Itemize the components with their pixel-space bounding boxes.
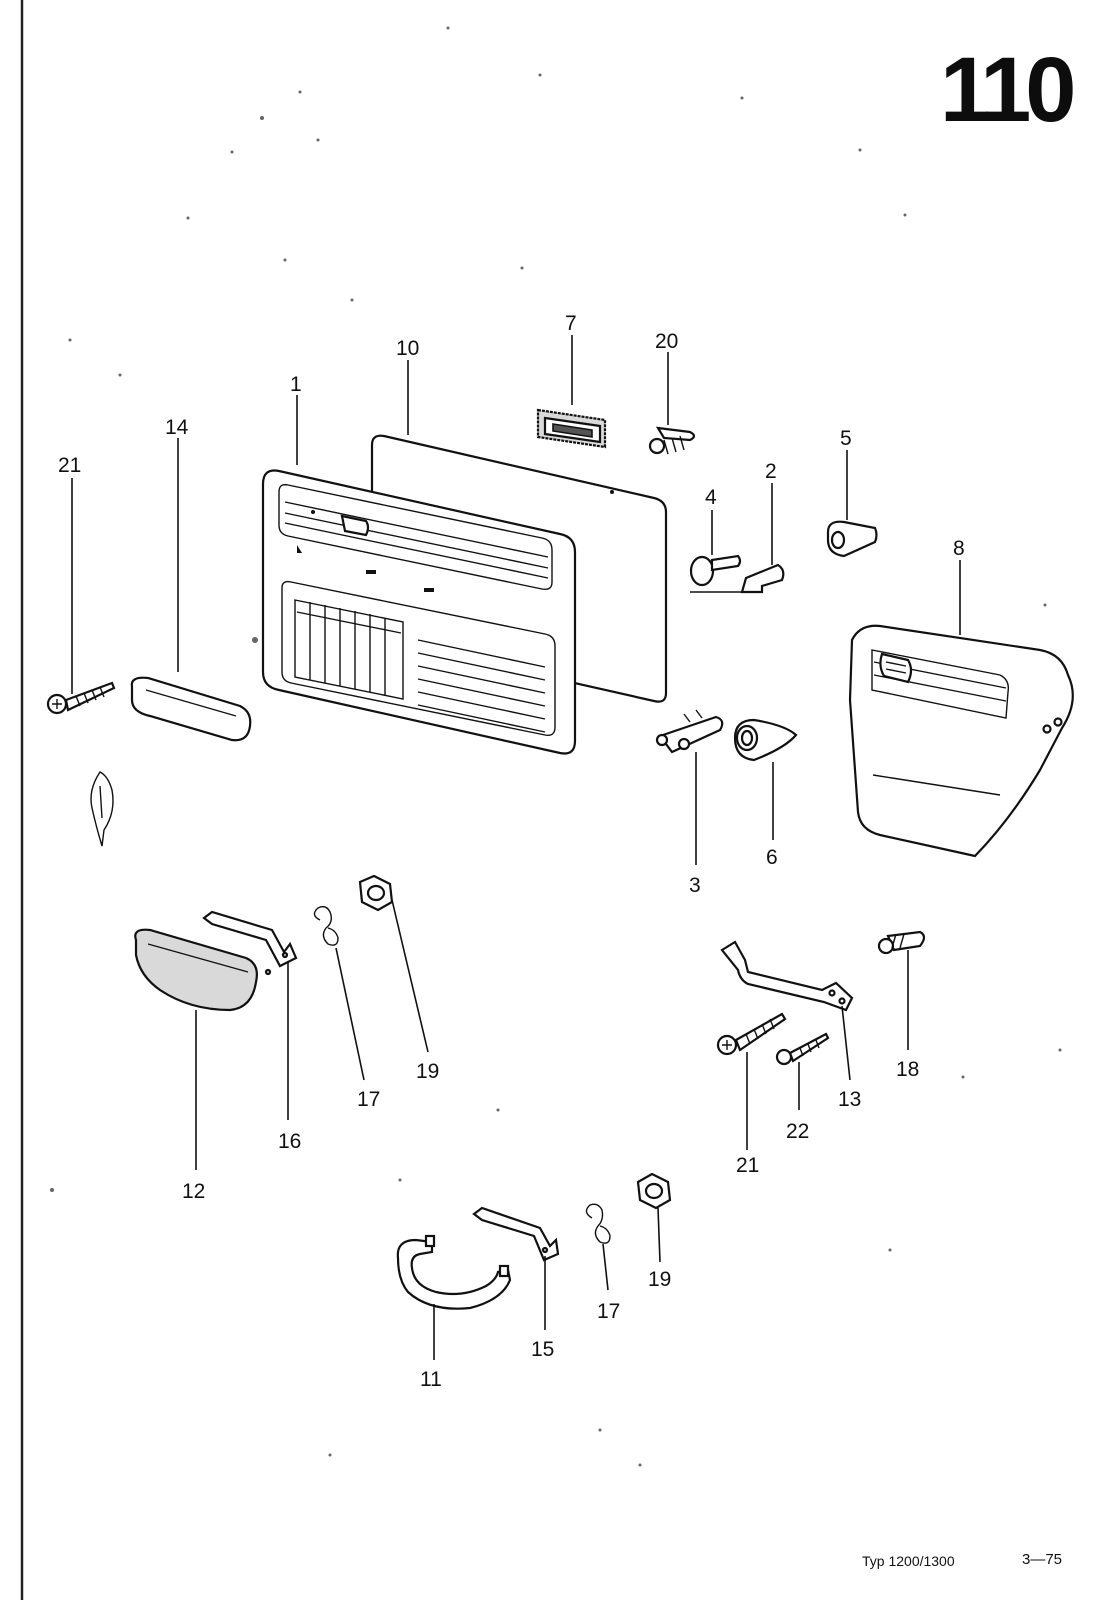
part-17-spring-clip-bottom — [585, 1203, 611, 1244]
callout-19-top: 19 — [416, 1060, 439, 1083]
callout-6: 6 — [766, 846, 778, 869]
part-4-push-pin — [689, 554, 742, 587]
callout-12: 12 — [182, 1180, 205, 1203]
leader-lines — [71, 335, 961, 1360]
part-11-grab-handle — [396, 1234, 512, 1310]
page-number: 110 — [940, 39, 1076, 141]
part-21-screw-top — [46, 681, 116, 715]
callout-5: 5 — [840, 427, 852, 450]
print-specks — [50, 26, 1062, 1467]
part-2-clip — [690, 563, 785, 594]
callout-1: 1 — [290, 373, 302, 396]
callout-13: 13 — [838, 1088, 861, 1111]
part-6-grommet — [733, 718, 798, 762]
callout-8: 8 — [953, 537, 965, 560]
callout-labels: 1 10 7 20 5 8 2 4 14 21 3 6 12 16 17 19 … — [58, 312, 965, 1391]
callout-3: 3 — [689, 874, 701, 897]
callout-17-bottom: 17 — [597, 1300, 620, 1323]
callout-7: 7 — [565, 312, 577, 335]
part-18-clip — [877, 930, 926, 955]
callout-17-top: 17 — [357, 1088, 380, 1111]
part-12-armrest — [134, 928, 272, 1012]
part-20-clip — [648, 426, 696, 455]
part-15-strap-bracket — [472, 1206, 560, 1262]
footer-type-label: Typ 1200/1300 — [862, 1553, 955, 1569]
part-7-insert — [536, 408, 607, 449]
footer-page-ref: 3—75 — [1022, 1551, 1063, 1568]
callout-21-top: 21 — [58, 454, 81, 477]
part-19-nut-top — [358, 874, 394, 912]
part-16-strap-bracket — [202, 910, 298, 968]
callout-22: 22 — [786, 1120, 809, 1143]
callout-19-bottom: 19 — [648, 1268, 671, 1291]
part-19-nut-bottom — [636, 1172, 672, 1210]
part-1-door-trim-panel — [261, 469, 577, 755]
loose-tag — [90, 771, 114, 847]
part-3-bracket — [655, 709, 724, 754]
part-14-armrest — [130, 676, 252, 742]
callout-4: 4 — [705, 486, 717, 509]
part-5-grommet — [826, 520, 878, 558]
part-22-screw — [775, 1032, 830, 1066]
part-21-screw-bottom — [716, 1012, 787, 1056]
callout-10: 10 — [396, 337, 419, 360]
callout-11: 11 — [420, 1368, 442, 1391]
callout-15: 15 — [531, 1338, 554, 1361]
callout-20: 20 — [655, 330, 678, 353]
part-13-bracket — [720, 940, 854, 1012]
callout-16: 16 — [278, 1130, 301, 1153]
part-8-rear-side-trim — [848, 624, 1074, 858]
part-17-spring-clip-top — [313, 905, 339, 946]
callout-18: 18 — [896, 1058, 919, 1081]
callout-14: 14 — [165, 416, 189, 439]
callout-2: 2 — [765, 460, 777, 483]
callout-21-bottom: 21 — [736, 1154, 759, 1177]
